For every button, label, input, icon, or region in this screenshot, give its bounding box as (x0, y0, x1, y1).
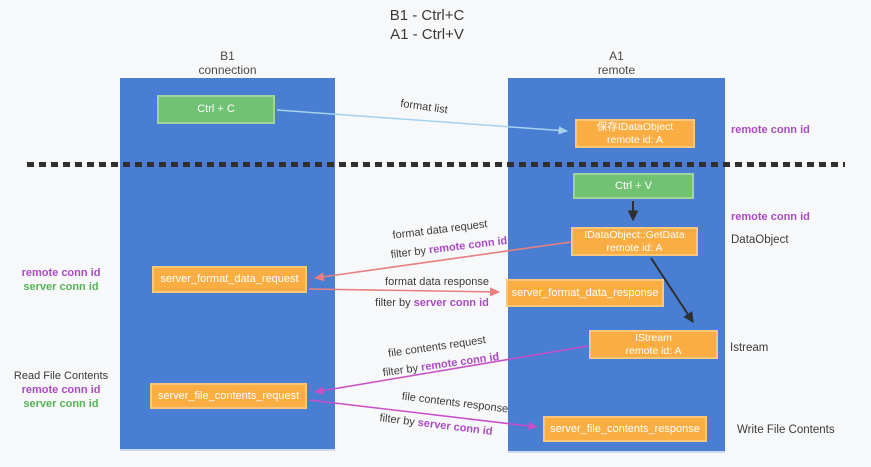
label-format-data-response-filter: filter by server conn id (375, 297, 489, 309)
label-file-contents-response-filter: filter by server conn id (379, 412, 493, 438)
node-getdata-line1: IDataObject::GetData (584, 228, 685, 241)
node-ctrl-v-label: Ctrl + V (615, 179, 652, 192)
filter-keyword: server conn id (413, 297, 489, 309)
node-format-response-label: server_format_data_response (511, 286, 659, 299)
node-server-file-contents-response: server_file_contents_response (543, 416, 707, 442)
node-istream-line2: remote id: A (625, 344, 682, 357)
filter-prefix: filter by (382, 361, 422, 380)
label-server-conn-id-left-top: server conn id (23, 281, 99, 293)
label-read-file-contents: Read File Contents (13, 370, 109, 382)
label-remote-conn-id-left-bottom: remote conn id (21, 384, 101, 396)
read-file-contents-block: Read File Contents remote conn id server… (8, 369, 114, 411)
node-save-line2: remote id: A (606, 133, 664, 146)
node-file-request-label: server_file_contents_request (157, 389, 300, 402)
node-server-format-data-request: server_format_data_request (152, 266, 307, 293)
label-format-list: format list (399, 97, 449, 117)
node-format-request-label: server_format_data_request (160, 273, 299, 285)
label-remote-conn-id-left-top: remote conn id (21, 267, 101, 279)
node-save-line1: 保存IDataObject (596, 120, 674, 133)
diagram-title: B1 - Ctrl+C A1 - Ctrl+V (322, 6, 532, 44)
label-write-file-contents: Write File Contents (737, 424, 835, 436)
filter-prefix: filter by (378, 412, 419, 429)
filter-prefix: filter by (375, 297, 414, 309)
format-response-arrow (308, 287, 501, 297)
filter-keyword: server conn id (417, 416, 494, 438)
node-getdata-line2: remote id: A (606, 241, 663, 254)
node-idataobject-getdata: IDataObject::GetData remote id: A (571, 227, 698, 256)
label-remote-conn-id-top-right: remote conn id (731, 124, 810, 136)
lane-b1-role: connection (198, 63, 257, 77)
filter-keyword: remote conn id (428, 234, 508, 257)
node-server-format-data-response: server_format_data_response (506, 279, 664, 307)
node-file-response-label: server_file_contents_response (550, 422, 700, 435)
label-format-data-response: format data response (385, 276, 489, 288)
lane-header-b1: B1 connection (120, 49, 335, 77)
lane-header-a1: A1 remote (508, 49, 725, 77)
node-ctrl-c-label: Ctrl + C (197, 103, 235, 115)
lane-a1-role: remote (597, 63, 636, 77)
title-line-2: A1 - Ctrl+V (390, 26, 464, 43)
label-server-conn-id-left-bottom: server conn id (23, 398, 99, 410)
label-file-contents-response: file contents response (401, 390, 509, 416)
node-save-idataobject: 保存IDataObject remote id: A (575, 119, 695, 148)
label-istream: Istream (730, 342, 769, 354)
label-remote-conn-id-mid-right: remote conn id (731, 211, 810, 223)
filter-prefix: filter by (390, 244, 430, 262)
filter-keyword: remote conn id (420, 350, 500, 374)
lane-b1-name: B1 (220, 49, 235, 63)
node-istream-line1: IStream (635, 331, 672, 344)
node-istream: IStream remote id: A (589, 330, 718, 359)
label-dataobject: DataObject (731, 234, 789, 246)
node-ctrl-c: Ctrl + C (157, 95, 275, 124)
title-line-1: B1 - Ctrl+C (389, 7, 465, 24)
session-divider-dashed-line (27, 162, 845, 167)
node-ctrl-v: Ctrl + V (573, 173, 694, 199)
lane-a1-name: A1 (609, 49, 624, 63)
node-server-file-contents-request: server_file_contents_request (150, 383, 307, 409)
left-conn-id-block: remote conn id server conn id (8, 266, 114, 294)
